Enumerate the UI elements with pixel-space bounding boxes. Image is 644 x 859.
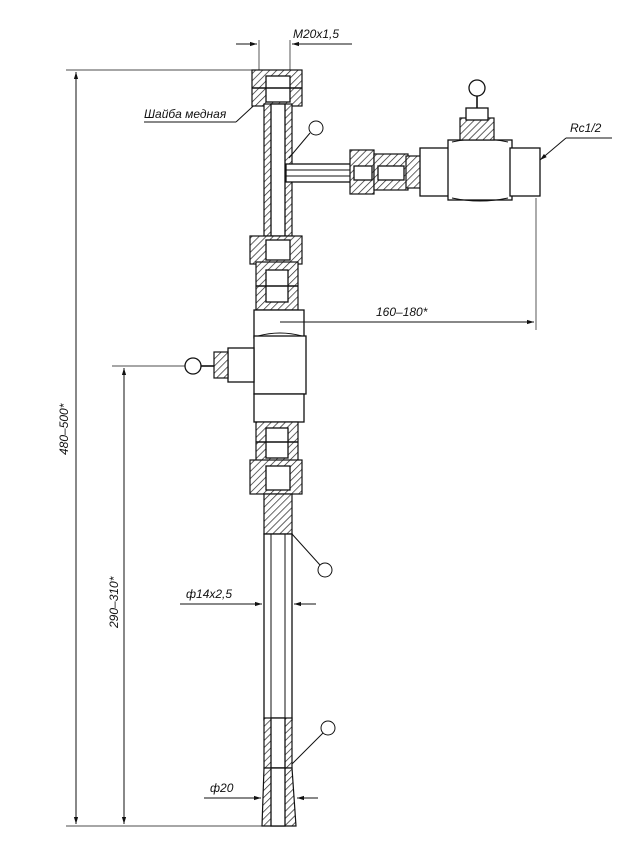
washer-label: Шайба медная xyxy=(144,107,227,121)
balloon-1 xyxy=(308,120,324,136)
tube-size-label: ф14х2,5 xyxy=(186,587,232,601)
balloon-3 xyxy=(320,720,336,736)
total-length-label: 480–500* xyxy=(57,403,71,455)
balloon-leaders xyxy=(288,120,336,765)
horizontal-offset-label: 160–180* xyxy=(376,305,428,319)
dimension-thread-top: М20х1,5 xyxy=(236,27,352,70)
dimension-bottom-diameter: ф20 xyxy=(204,781,318,801)
balloon-2 xyxy=(317,562,333,578)
dimension-horizontal-offset: 160–180* xyxy=(280,198,537,330)
vertical-assembly xyxy=(184,69,307,827)
dimension-lower-length: 290–310* xyxy=(107,365,250,824)
dimension-total-length: 480–500* xyxy=(57,69,268,827)
horizontal-branch xyxy=(285,79,541,202)
thread-rc-leader: Rc1/2 xyxy=(539,121,612,161)
dimension-tube-size: ф14х2,5 xyxy=(180,587,316,607)
thread-top-label: М20х1,5 xyxy=(293,27,339,41)
thread-rc-label: Rc1/2 xyxy=(570,121,602,135)
washer-leader: Шайба медная xyxy=(144,97,263,123)
lower-length-label: 290–310* xyxy=(107,576,121,629)
bottom-diameter-label: ф20 xyxy=(210,781,234,795)
